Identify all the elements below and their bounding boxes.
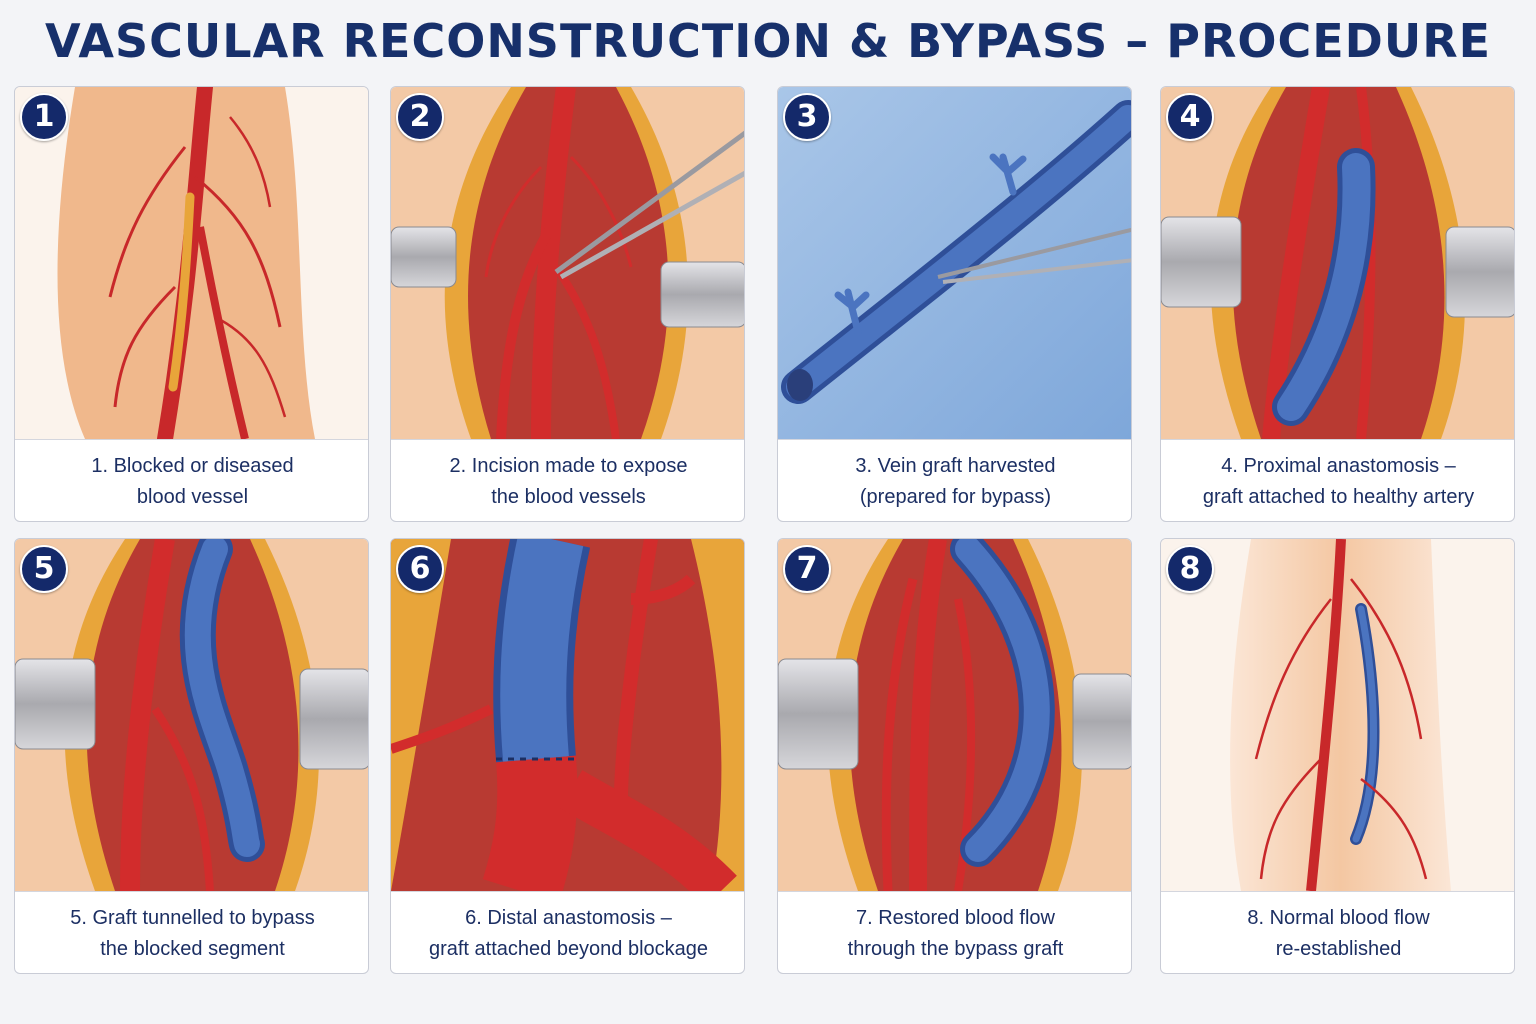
step-caption: 5. Graft tunnelled to bypass the blocked… [15, 891, 368, 973]
caption-line-1: 7. Restored blood flow [855, 906, 1055, 929]
caption-line-1: 4. Proximal anastomosis – [1221, 454, 1456, 477]
blocked-vessel-illustration [15, 87, 368, 439]
step-caption: 2. Incision made to expose the blood ves… [391, 439, 744, 521]
step-panel-5: 5 5. Graft tunnelled to bypass the block… [14, 538, 369, 974]
caption-line-2: re-established [1275, 937, 1402, 960]
proximal-anastomosis-illustration [1161, 87, 1514, 439]
step-caption: 8. Normal blood flow re-established [1161, 891, 1514, 973]
step-panel-4: 4 4. Proximal anastomosis – graft attach… [1160, 86, 1515, 522]
restored-flow-illustration [778, 539, 1131, 891]
caption-line-2: the blood vessels [491, 485, 646, 508]
step-panel-7: 7 7. Restored blood flow through the byp… [777, 538, 1132, 974]
caption-line-1: 2. Incision made to expose [449, 454, 688, 477]
caption-line-1: 6. Distal anastomosis – [465, 906, 672, 929]
caption-line-2: graft attached beyond blockage [428, 937, 709, 960]
vein-graft-illustration [778, 87, 1131, 439]
caption-line-2: the blocked segment [100, 937, 285, 960]
caption-line-1: 8. Normal blood flow [1247, 906, 1430, 929]
step-caption: 4. Proximal anastomosis – graft attached… [1161, 439, 1514, 521]
step-number-badge: 5 [20, 545, 68, 593]
step-caption: 1. Blocked or diseased blood vessel [15, 439, 368, 521]
step-panel-8: 8 8. Normal blood flow re-established [1160, 538, 1515, 974]
step-number-badge: 6 [396, 545, 444, 593]
distal-anastomosis-illustration [391, 539, 744, 891]
caption-line-1: 1. Blocked or diseased [91, 454, 294, 477]
incision-illustration [391, 87, 744, 439]
step-panel-2: 2 2. Incision made to expose the blood v… [390, 86, 745, 522]
step-number-badge: 1 [20, 93, 68, 141]
step-panel-3: 3 3. Vein graft harvested (prepared for … [777, 86, 1132, 522]
step-number-badge: 7 [783, 545, 831, 593]
normal-flow-illustration [1161, 539, 1514, 891]
caption-line-2: through the bypass graft [847, 937, 1064, 960]
caption-line-1: 3. Vein graft harvested [855, 454, 1056, 477]
step-caption: 3. Vein graft harvested (prepared for by… [778, 439, 1131, 521]
caption-line-2: blood vessel [136, 485, 249, 508]
graft-tunnel-illustration [15, 539, 368, 891]
step-number-badge: 4 [1166, 93, 1214, 141]
step-panel-1: 1 1. Blocked or diseased blood vessel [14, 86, 369, 522]
step-caption: 7. Restored blood flow through the bypas… [778, 891, 1131, 973]
step-number-badge: 2 [396, 93, 444, 141]
caption-line-1: 5. Graft tunnelled to bypass [70, 906, 315, 929]
step-panel-6: 6 6. Distal anastomosis – graft attached… [390, 538, 745, 974]
step-caption: 6. Distal anastomosis – graft attached b… [391, 891, 744, 973]
step-number-badge: 3 [783, 93, 831, 141]
step-number-badge: 8 [1166, 545, 1214, 593]
page-title: VASCULAR RECONSTRUCTION & BYPASS – PROCE… [44, 14, 1492, 68]
caption-line-2: graft attached to healthy artery [1202, 485, 1475, 508]
caption-line-2: (prepared for bypass) [859, 485, 1052, 508]
